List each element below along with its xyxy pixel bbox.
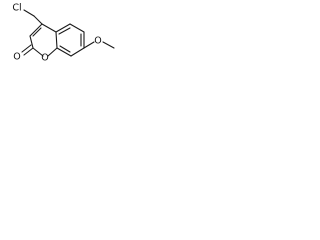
chlorine-label: Cl	[12, 3, 21, 14]
bond-c7-c8	[70, 47, 85, 57]
bond-cl-ch2	[23, 9, 35, 17]
bond-c4a-c5	[55, 23, 71, 33]
bond-c7-o-methoxy	[83, 41, 95, 49]
bond-c8-c8a	[56, 47, 72, 57]
carbonyl-oxygen-label: O	[13, 52, 20, 63]
bond-c3-c2	[29, 35, 34, 49]
ring-oxygen-label: O	[41, 53, 48, 64]
bond-c4a-c5-double	[58, 27, 71, 35]
bond-c2-o1	[32, 47, 44, 57]
structure-diagram: Cl O O O	[0, 0, 128, 83]
bond-c2-o-carbonyl-double	[21, 44, 32, 53]
bond-c2-o-carbonyl	[23, 47, 34, 56]
methoxy-oxygen-label: O	[94, 36, 101, 47]
bond-c4-c3-double	[32, 27, 42, 37]
bond-c4-c3	[29, 23, 43, 37]
bonds	[21, 9, 115, 57]
bond-c5-c6	[69, 23, 85, 33]
bond-c4a-c8a	[55, 31, 58, 49]
bond-o1-c8a	[47, 47, 58, 57]
bond-o-ch3	[102, 41, 115, 49]
bond-c8-c8a-double	[59, 45, 71, 53]
chemical-structure: Cl O O O	[12, 3, 115, 64]
bond-ch2-c4	[33, 15, 43, 25]
atom-labels: Cl O O O	[12, 3, 101, 64]
bond-c4-c4a	[41, 23, 57, 33]
